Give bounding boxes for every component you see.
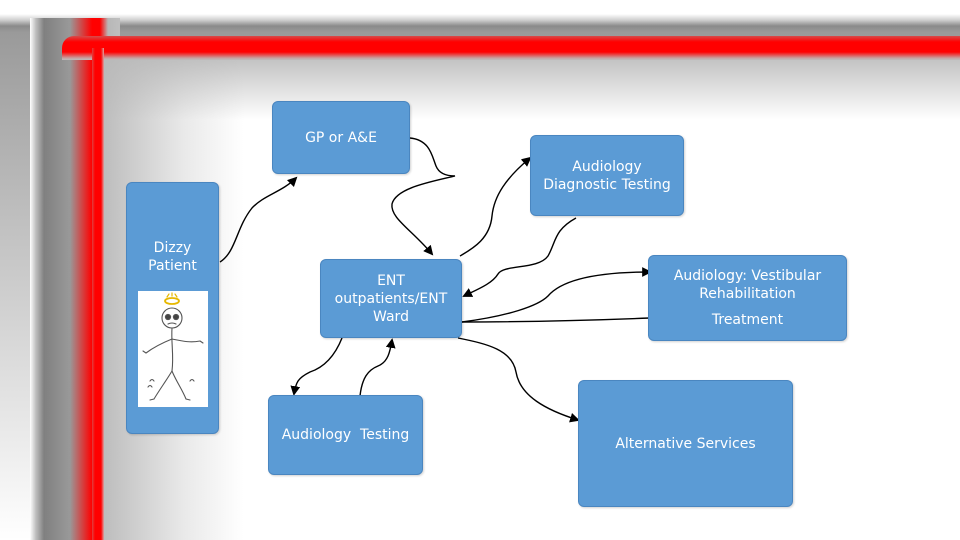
arrow-ent-to-vestibular [461, 267, 652, 323]
arrow-gp-to-ent [391, 137, 456, 256]
node-audiology-diagnostic-line-2: Diagnostic Testing [543, 176, 671, 193]
node-vestibular-rehabilitation[interactable]: Audiology: Vestibular Rehabilitation Tre… [648, 255, 847, 341]
canvas-top-shade [104, 60, 960, 120]
arrow-ent-to-alternative [457, 337, 580, 423]
node-vestibular-line-2: Rehabilitation [699, 286, 796, 302]
stick-figure-drawing [141, 292, 204, 401]
frame-red-left-border [92, 48, 104, 540]
node-gp-or-ae[interactable]: GP or A&E [272, 101, 410, 174]
node-alternative-services-label: Alternative Services [615, 435, 756, 452]
arrow-diag-to-ent [462, 217, 577, 297]
arrow-audiotest-to-ent [359, 338, 396, 397]
node-audiology-testing[interactable]: Audiology Testing [268, 395, 423, 475]
node-ent-line-1: ENT [377, 272, 405, 289]
node-dizzy-patient-line-1: Dizzy [153, 240, 192, 256]
node-ent-outpatients[interactable]: ENT outpatients/ENT Ward [320, 259, 462, 338]
node-dizzy-patient-line-2: Patient [148, 258, 197, 274]
dizzy-stick-figure-icon [137, 291, 208, 407]
node-audiology-diagnostic-testing[interactable]: Audiology Diagnostic Testing [530, 135, 684, 216]
node-audiology-testing-label: Audiology Testing [281, 427, 410, 443]
node-vestibular-line-1: Audiology: Vestibular [673, 268, 822, 284]
node-audiology-diagnostic-line-1: Audiology [572, 158, 642, 175]
node-alternative-services[interactable]: Alternative Services [578, 380, 793, 507]
node-ent-line-3: Ward [373, 308, 409, 325]
node-dizzy-patient[interactable]: Dizzy Patient [126, 182, 219, 434]
node-gp-or-ae-label: GP or A&E [305, 129, 377, 146]
frame-red-top-border [62, 36, 960, 60]
arrow-dizzy-to-gp [219, 176, 298, 263]
arrow-ent-to-diag-1 [459, 156, 532, 257]
node-ent-line-2: outpatients/ENT [334, 290, 448, 307]
arrow-ent-to-audiotest [290, 337, 343, 396]
node-vestibular-line-3: Treatment [711, 312, 784, 328]
arrow-vestibular-to-ent [461, 317, 651, 323]
